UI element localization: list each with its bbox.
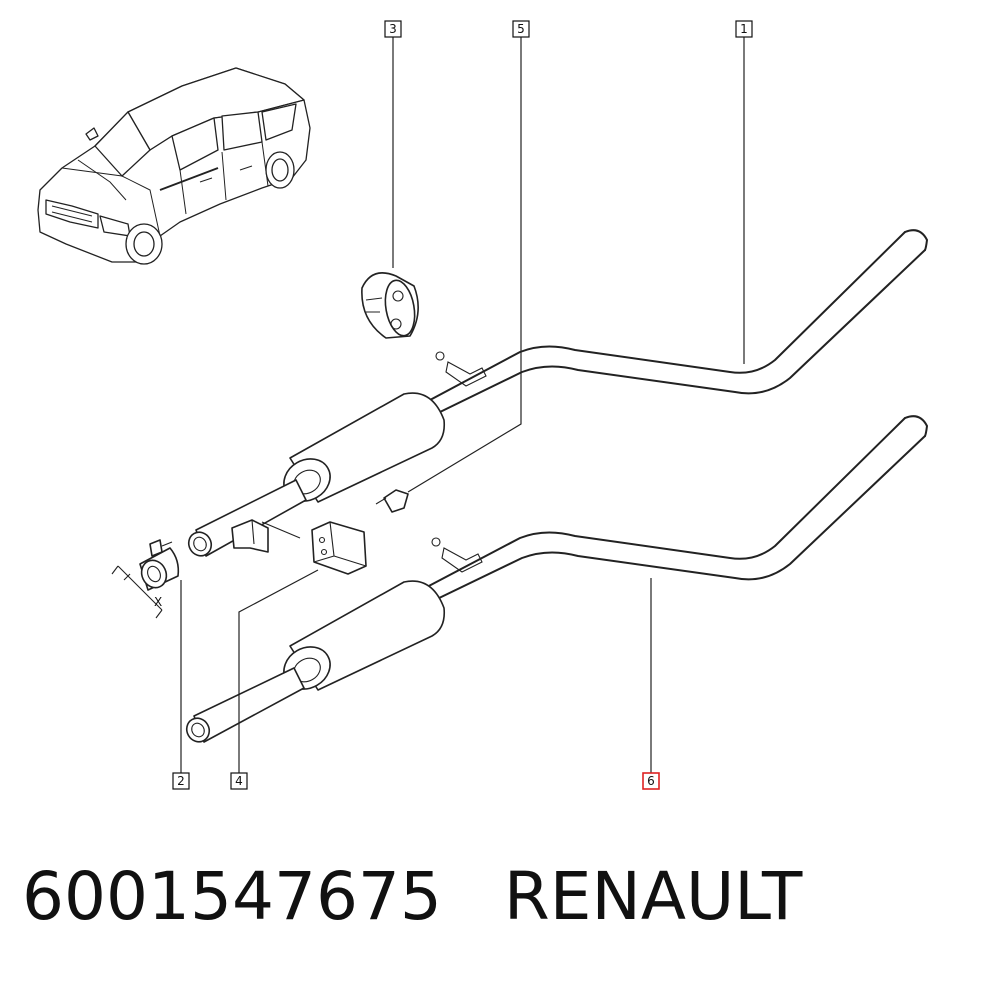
lower-exhaust-pipe-part-6 (185, 415, 928, 743)
callout-6-label: 6 (647, 774, 655, 788)
bolt-part-5 (375, 489, 409, 513)
callout-2-label: 2 (177, 774, 185, 788)
leader-lines (180, 36, 745, 776)
callout-5: 5 (512, 20, 530, 38)
callout-2: 2 (172, 772, 190, 790)
callout-4: 4 (230, 772, 248, 790)
callout-6-highlighted: 6 (642, 772, 660, 790)
clamp-part-2 (111, 539, 180, 619)
hanger-bracket-part-4 (231, 519, 367, 575)
axis-label: X (154, 595, 162, 609)
callout-3: 3 (384, 20, 402, 38)
callout-1-label: 1 (740, 22, 748, 36)
callout-3-label: 3 (389, 22, 397, 36)
footer: 6001547675 RENAULT (22, 858, 802, 948)
callout-5-label: 5 (517, 22, 525, 36)
part-number: 6001547675 (22, 858, 442, 935)
rubber-mount-part-3 (361, 272, 419, 339)
upper-exhaust-pipe (187, 229, 928, 557)
callout-4-label: 4 (235, 774, 243, 788)
callout-1: 1 (735, 20, 753, 38)
brand-name: RENAULT (503, 858, 803, 935)
car-illustration (37, 67, 311, 265)
